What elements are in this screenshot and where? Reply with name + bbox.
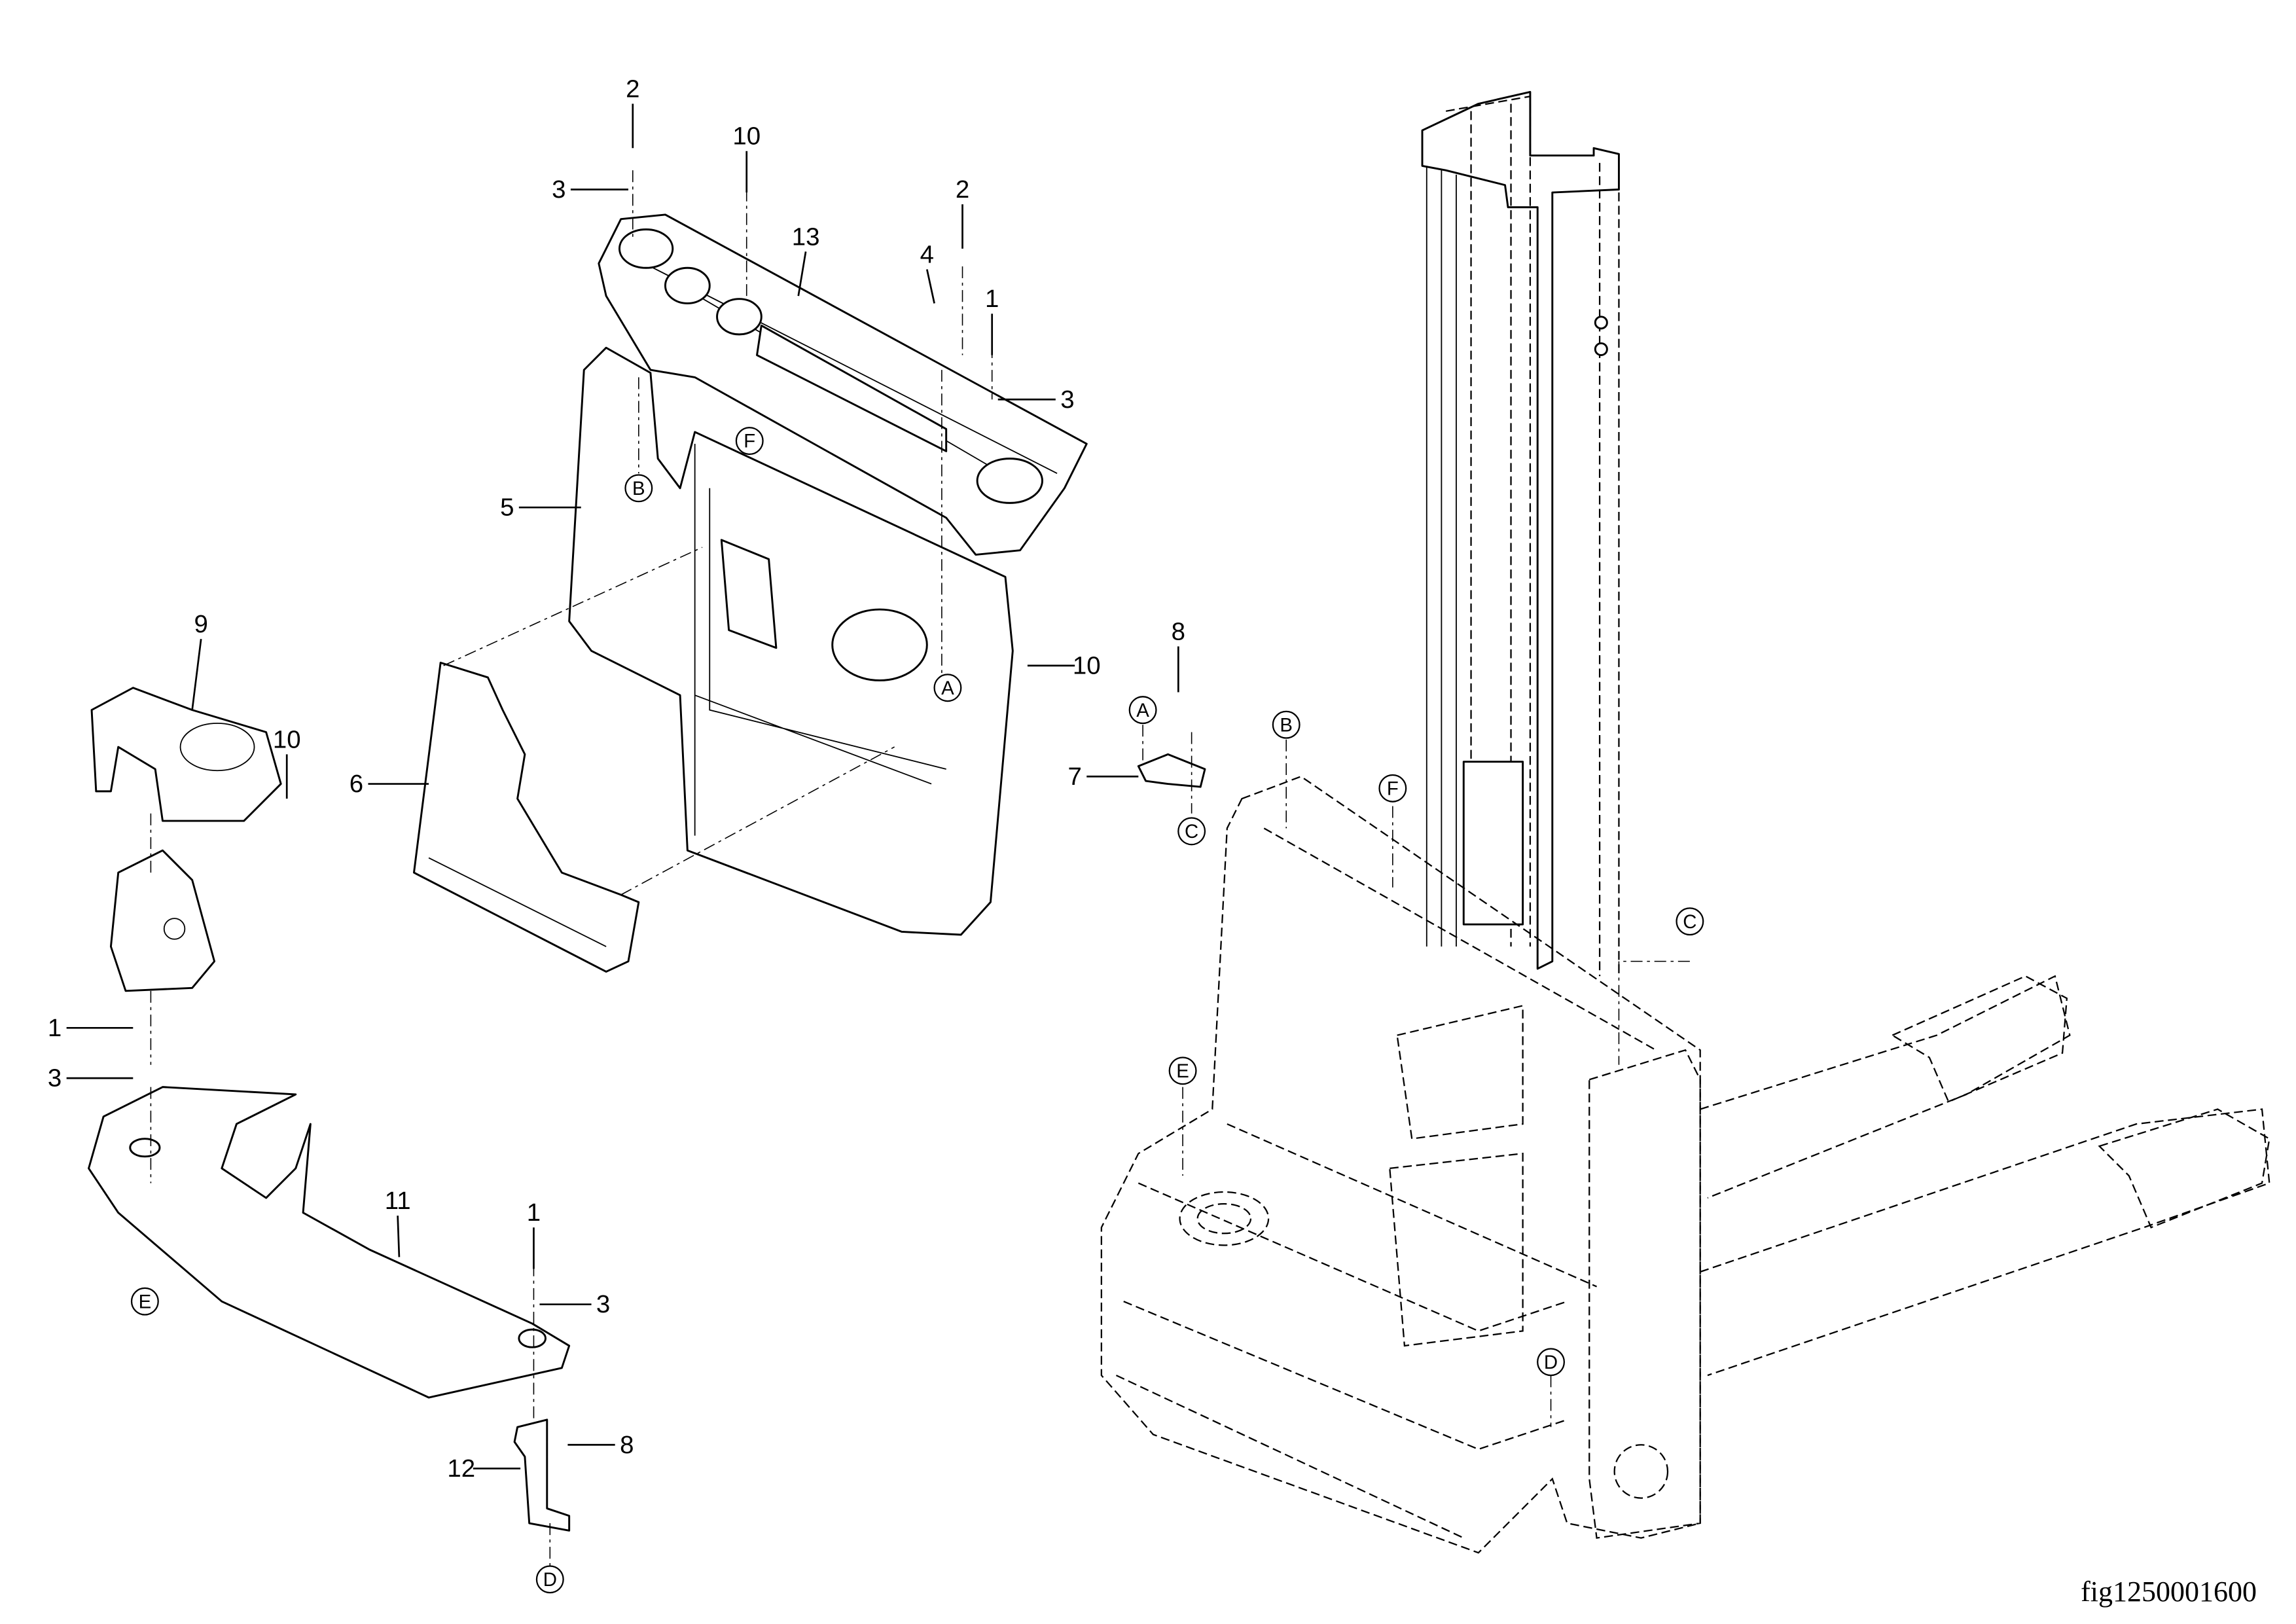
callout-circle (624, 474, 653, 503)
part-12-bracket (513, 1418, 571, 1532)
truck-chassis (1100, 776, 1701, 1554)
callout-A: A (1128, 696, 1157, 725)
callout-2: 2 (626, 75, 639, 149)
callout-label: E (1176, 1060, 1189, 1082)
callout-label: 9 (194, 610, 208, 638)
callout-circle (1128, 696, 1157, 725)
callout-E: E (1168, 1056, 1197, 1085)
callout-label: 4 (920, 240, 934, 268)
callout-13: 13 (792, 223, 820, 297)
callout-3: 3 (552, 175, 629, 204)
part-6-side-panel (413, 661, 640, 973)
callout-label: 7 (1068, 763, 1082, 791)
callout-label: 12 (447, 1454, 475, 1483)
callout-label: 11 (385, 1187, 411, 1215)
callout-B: B (1272, 710, 1300, 739)
callout-10: 10 (1027, 651, 1101, 679)
callout-label: 10 (1073, 651, 1101, 679)
callout-10: 10 (732, 122, 761, 193)
callout-circle (1378, 774, 1407, 803)
callout-label: A (941, 677, 954, 699)
callout-label: E (139, 1291, 152, 1312)
callout-label: 2 (626, 75, 639, 103)
callout-label: 1 (985, 285, 999, 313)
leader-line (397, 1216, 401, 1257)
callout-label: 3 (1060, 386, 1074, 414)
callout-circle (130, 1287, 159, 1316)
callout-label: B (1280, 714, 1293, 736)
callout-label: F (744, 431, 755, 452)
part-13-handle-cover (598, 213, 1088, 556)
callout-label: B (632, 478, 645, 499)
leader-line (797, 251, 807, 297)
callout-label: 2 (956, 175, 969, 204)
callout-label: 1 (527, 1199, 541, 1227)
part-bracket-housing (109, 849, 216, 992)
callout-C: C (1177, 817, 1206, 846)
callout-label: 3 (596, 1290, 610, 1318)
callout-B: B (624, 474, 653, 503)
callout-circle (535, 1565, 564, 1594)
callout-circle (735, 427, 764, 455)
part-5-rear-panel (568, 346, 1014, 936)
callout-A: A (933, 674, 962, 702)
callout-10: 10 (273, 725, 301, 799)
callout-1: 1 (48, 1014, 134, 1042)
callout-label: 10 (273, 725, 301, 753)
callout-E: E (130, 1287, 159, 1316)
callout-label: 3 (552, 175, 565, 204)
leader-line (191, 639, 202, 710)
callout-3: 3 (997, 386, 1075, 414)
callout-label: C (1683, 911, 1696, 933)
callout-circle (1272, 710, 1300, 739)
callout-9: 9 (191, 610, 208, 710)
callout-label: 1 (48, 1014, 62, 1042)
callout-4: 4 (920, 240, 935, 304)
callout-label: D (1544, 1352, 1558, 1373)
part-9-cover (90, 687, 282, 822)
callout-label: C (1185, 821, 1198, 842)
figure-id: fig1250001600 (2081, 1576, 2257, 1608)
callout-label: 13 (792, 223, 820, 251)
callout-circle (1676, 907, 1704, 936)
callout-F: F (1378, 774, 1407, 803)
callout-6: 6 (350, 770, 429, 798)
callout-7: 7 (1068, 763, 1139, 791)
callout-8: 8 (567, 1431, 634, 1459)
part-7-bracket (1137, 753, 1206, 788)
callout-12: 12 (447, 1454, 521, 1483)
callout-5: 5 (500, 494, 581, 522)
callout-circle (1177, 817, 1206, 846)
assembly-lines (150, 166, 1690, 1568)
callout-3: 3 (539, 1290, 610, 1318)
callout-11: 11 (385, 1187, 411, 1257)
callout-F: F (735, 427, 764, 455)
callout-2: 2 (956, 175, 969, 249)
callout-label: 3 (48, 1064, 62, 1092)
callout-C: C (1676, 907, 1704, 936)
callout-1: 1 (985, 285, 999, 355)
part-11-base-cover (88, 1086, 571, 1399)
callout-label: F (1387, 778, 1399, 800)
callout-D: D (1537, 1348, 1565, 1377)
callout-label: D (543, 1569, 557, 1591)
callout-label: 6 (350, 770, 363, 798)
callout-label: 8 (620, 1431, 634, 1459)
callout-label: 8 (1172, 617, 1185, 645)
callout-D: D (535, 1565, 564, 1594)
callout-3: 3 (48, 1064, 134, 1092)
forks (1700, 975, 2270, 1377)
callout-circle (1537, 1348, 1565, 1377)
callout-circle (1168, 1056, 1197, 1085)
callout-label: A (1136, 700, 1149, 721)
callout-8: 8 (1172, 617, 1185, 693)
callout-label: 5 (500, 494, 514, 522)
callout-circle (933, 674, 962, 702)
mast (1421, 90, 1620, 977)
leader-line (925, 269, 935, 304)
callout-1: 1 (527, 1199, 541, 1269)
callout-label: 10 (732, 122, 761, 151)
